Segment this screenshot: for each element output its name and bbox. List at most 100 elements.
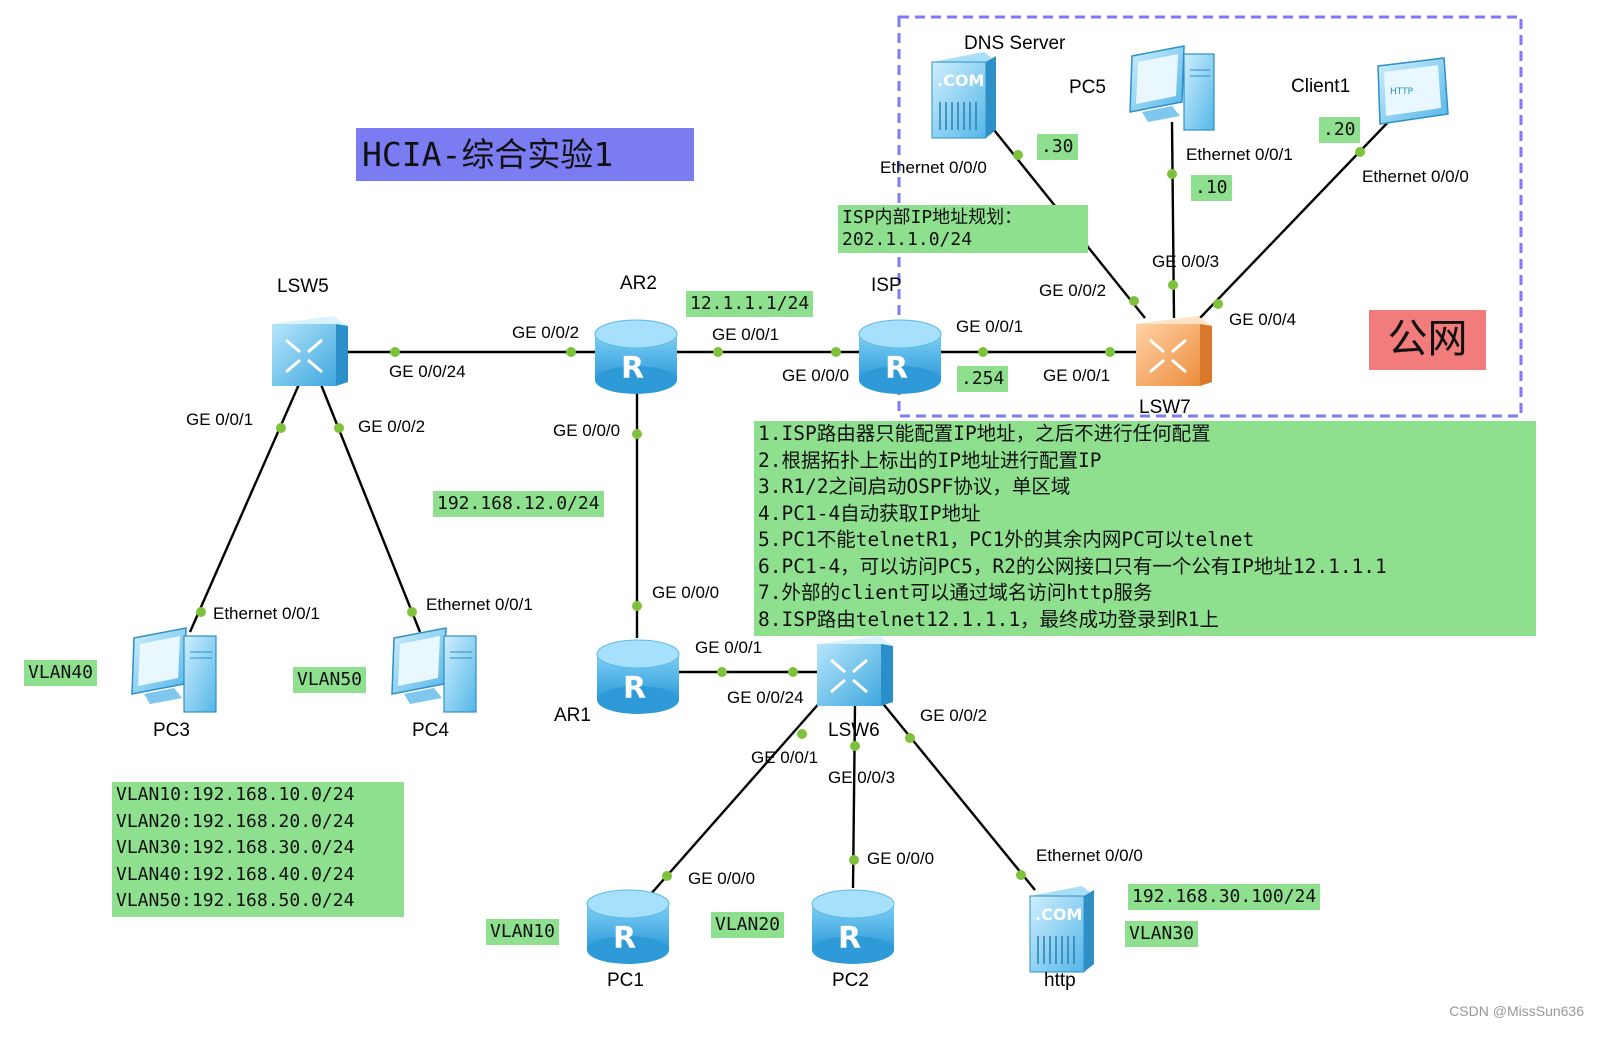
pc3-label: PC3 (153, 720, 190, 741)
port-label: GE 0/0/4 (1229, 310, 1297, 329)
isp-label: ISP (871, 275, 902, 296)
lsw6-label: LSW6 (828, 720, 880, 741)
port-label: GE 0/0/24 (727, 688, 804, 707)
port-label: Ethernet 0/0/1 (1186, 145, 1293, 164)
port-label: Ethernet 0/0/1 (426, 595, 533, 614)
vlan10-tag: VLAN10 (486, 919, 560, 945)
port-label: GE 0/0/1 (186, 410, 254, 429)
port-label: GE 0/0/2 (1039, 281, 1107, 300)
dns-server-icon: .COM (931, 52, 996, 139)
lsw6-switch-icon (817, 636, 893, 706)
requirement-item: 8.ISP路由telnet12.1.1.1，最终成功登录到R1上 (758, 607, 1220, 631)
port-dot (390, 347, 400, 357)
port-dot (566, 347, 576, 357)
lsw7-label: LSW7 (1139, 397, 1191, 418)
port-dot (632, 429, 642, 439)
port-label: Ethernet 0/0/0 (1362, 167, 1469, 186)
vlan50-tag: VLAN50 (293, 667, 367, 693)
port-dot (1167, 169, 1177, 179)
requirement-item: 1.ISP路由器只能配置IP地址，之后不进行任何配置 (758, 422, 1211, 445)
svg-text:R: R (623, 671, 646, 706)
port-label: Ethernet 0/0/0 (1036, 846, 1143, 865)
lsw5-label: LSW5 (277, 276, 329, 297)
pc5-icon (1129, 45, 1215, 131)
client1-label: Client1 (1291, 76, 1351, 97)
port-dot (905, 733, 915, 743)
port-dot (662, 871, 672, 881)
vlan-list-item: VLAN50:192.168.50.0/24 (116, 890, 355, 911)
vlan-list: VLAN10:192.168.10.0/24 VLAN20:192.168.20… (112, 782, 404, 917)
svg-text:.COM: .COM (1035, 905, 1082, 924)
port-dot (831, 347, 841, 357)
pc1-label: PC1 (607, 970, 644, 991)
vlan-list-item: VLAN10:192.168.10.0/24 (116, 784, 355, 805)
port-dot (1168, 280, 1178, 290)
http-label: http (1044, 970, 1076, 991)
link-lsw6-pc1 (649, 699, 823, 896)
svg-text:HTTP: HTTP (1390, 87, 1414, 97)
port-label: GE 0/0/24 (389, 362, 466, 381)
isp-plan-line: ISP内部IP地址规划： (842, 207, 1023, 228)
svg-text:R: R (838, 921, 861, 956)
port-dot (632, 601, 642, 611)
ar2-label: AR2 (620, 273, 657, 294)
ar1-label: AR1 (554, 705, 591, 726)
port-dot (1013, 150, 1023, 160)
port-dot (849, 855, 859, 865)
dns-server-label: DNS Server (964, 33, 1066, 54)
port-label: GE 0/0/1 (712, 325, 780, 344)
port-label: Ethernet 0/0/0 (880, 158, 987, 177)
isp-plan-tag: ISP内部IP地址规划： 202.1.1.0/24 (838, 205, 1088, 253)
svg-text:R: R (621, 351, 644, 386)
isp-plan-line: 202.1.1.0/24 (842, 229, 973, 250)
http-server-icon: .COM (1029, 886, 1094, 973)
pc5-ip-tag: .10 (1191, 175, 1232, 201)
vlan-list-item: VLAN30:192.168.30.0/24 (116, 837, 355, 858)
pc4-label: PC4 (412, 720, 449, 741)
svg-text:.COM: .COM (937, 71, 984, 90)
port-dot (1016, 870, 1026, 880)
port-label: GE 0/0/2 (512, 323, 580, 342)
port-label: GE 0/0/0 (553, 421, 621, 440)
svg-text:R: R (885, 351, 908, 386)
isp-router-icon: R (858, 319, 942, 394)
port-label: GE 0/0/1 (695, 638, 763, 657)
pc2-router-icon: R (811, 889, 895, 964)
requirements-box: 1.ISP路由器只能配置IP地址，之后不进行任何配置 2.根据拓扑上标出的IP地… (754, 421, 1536, 636)
pc1-router-icon: R (586, 889, 670, 964)
pc2-label: PC2 (832, 970, 869, 991)
port-dot (1129, 296, 1139, 306)
port-dot (1105, 347, 1115, 357)
requirement-item: 2.根据拓扑上标出的IP地址进行配置IP (758, 448, 1102, 472)
diagram-title: HCIA-综合实验1 (356, 128, 694, 181)
port-dot (978, 347, 988, 357)
vlan-list-item: VLAN20:192.168.20.0/24 (116, 810, 355, 832)
port-dot (717, 667, 727, 677)
pc3-icon (131, 627, 217, 713)
requirement-item: 7.外部的client可以通过域名访问http服务 (758, 581, 1153, 604)
port-label: GE 0/0/1 (956, 317, 1024, 336)
http-ip-tag: 192.168.30.100/24 (1128, 884, 1321, 910)
port-label: GE 0/0/0 (782, 366, 850, 385)
port-dot (850, 741, 860, 751)
vlan40-tag: VLAN40 (24, 660, 98, 686)
vlan20-tag: VLAN20 (711, 912, 785, 938)
port-label: GE 0/0/3 (1152, 252, 1220, 271)
ar1-router-icon: R (596, 639, 680, 714)
port-dot (334, 423, 344, 433)
port-dot (1213, 299, 1223, 309)
port-label: GE 0/0/0 (652, 583, 720, 602)
port-dot (797, 729, 807, 739)
requirement-item: 6.PC1-4，可以访问PC5，R2的公网接口只有一个公有IP地址12.1.1.… (758, 554, 1387, 578)
isp-ip-tag: .254 (957, 366, 1009, 392)
link-net-tag: 192.168.12.0/24 (433, 491, 604, 517)
port-label: GE 0/0/2 (920, 706, 988, 725)
lsw5-switch-icon (272, 316, 348, 386)
lsw7-switch-icon (1136, 316, 1212, 386)
svg-text:R: R (613, 921, 636, 956)
port-label: GE 0/0/3 (828, 768, 896, 787)
requirement-item: 4.PC1-4自动获取IP地址 (758, 501, 981, 525)
port-label: GE 0/0/0 (688, 869, 756, 888)
requirement-item: 3.R1/2之间启动OSPF协议，单区域 (758, 475, 1071, 498)
